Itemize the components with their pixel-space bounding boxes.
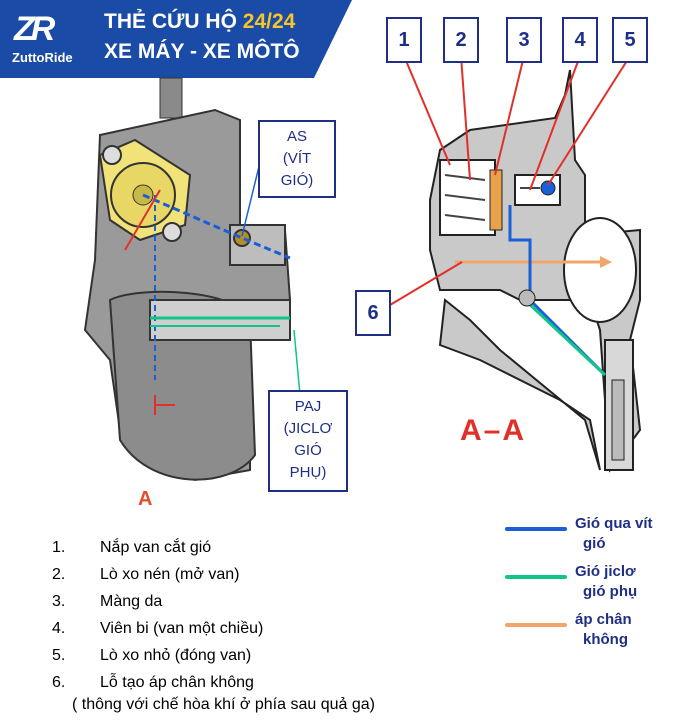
list-item-text: Lỗ tạo áp chân không xyxy=(100,673,254,691)
leader-4 xyxy=(529,55,581,191)
list-item-number: 6. xyxy=(52,673,66,691)
logo-text: ZuttoRide xyxy=(12,50,73,65)
part-number-2: 2 xyxy=(443,17,479,63)
legend-label-line: Gió jiclơ xyxy=(575,563,636,580)
paj-callout-line4: PHỤ) xyxy=(289,464,327,481)
list-item-text: Viên bi (van một chiều) xyxy=(100,619,264,637)
as-callout-line2: (VÍT xyxy=(282,150,312,167)
legend-swatch-air-screw xyxy=(505,527,567,531)
list-item-number: 2. xyxy=(52,565,66,583)
as-callout-line3: GIÓ) xyxy=(280,172,314,189)
carb-top-stem xyxy=(159,77,183,119)
list-item-number: 4. xyxy=(52,619,66,637)
legend-label-line: không xyxy=(583,631,628,648)
part-number-3: 3 xyxy=(506,17,542,63)
legend-label-line: gió phụ xyxy=(583,583,638,600)
leader-5 xyxy=(547,55,631,186)
paj-leader-line xyxy=(293,329,301,396)
jet-port-icon xyxy=(518,289,536,307)
banner-title-highlight: 24/24 xyxy=(242,10,296,33)
leader-1 xyxy=(403,55,451,166)
section-cut-line xyxy=(124,189,161,251)
paj-callout-line3: GIÓ xyxy=(294,442,322,459)
legend-swatch-pilot-jet xyxy=(505,575,567,579)
air-screw-flow-line xyxy=(142,193,291,260)
list-item: 5. Lò xo nhỏ (đóng van) xyxy=(52,642,502,669)
legend-label-line: gió xyxy=(583,535,606,552)
legend-label-air-screw: Gió qua vít gió xyxy=(575,514,653,554)
list-item-text: Lò xo nén (mở van) xyxy=(100,565,240,583)
zuttoride-logo-icon: ZR xyxy=(14,10,55,48)
view-label-a: A xyxy=(138,488,153,510)
legend-label-pilot-jet: Gió jiclơ gió phụ xyxy=(575,562,637,602)
banner-title-line2: XE MÁY - XE MÔTÔ xyxy=(104,40,300,63)
list-item-text: Lò xo nhỏ (đóng van) xyxy=(100,646,252,664)
legend-label-line: Gió qua vít xyxy=(575,515,653,532)
section-arrow-bottom xyxy=(154,395,175,415)
jet-needle xyxy=(611,379,625,461)
part-number-6: 6 xyxy=(355,290,391,336)
parts-list: 1. Nắp van cắt gió 2. Lò xo nén (mở van) 3… xyxy=(52,534,502,696)
pilot-section-flow xyxy=(523,298,607,377)
part-number-1: 1 xyxy=(386,17,422,63)
section-label-aa: A–A xyxy=(460,414,527,447)
list-item: 1. Nắp van cắt gió xyxy=(52,534,502,561)
legend-label-line: áp chân xyxy=(575,611,632,628)
leader-6 xyxy=(389,261,463,306)
banner-background xyxy=(0,0,352,78)
vacuum-arrow-icon xyxy=(600,256,612,268)
compression-spring-icon xyxy=(444,174,486,221)
check-ball-icon xyxy=(540,180,556,196)
legend-label-vacuum: áp chân không xyxy=(575,610,632,650)
part-number-5: 5 xyxy=(612,17,648,63)
list-item-number: 5. xyxy=(52,646,66,664)
list-item: 4. Viên bi (van một chiều) xyxy=(52,615,502,642)
air-screw-section-flow xyxy=(508,205,607,377)
legend-swatch-vacuum xyxy=(505,623,567,627)
list-item-number: 1. xyxy=(52,538,66,556)
brand-banner: ZR ZuttoRide THẺ CỨU HỘ 24/24 XE MÁY - X… xyxy=(0,0,352,78)
banner-title-prefix: THẺ CỨU HỘ xyxy=(104,10,243,33)
diaphragm-icon xyxy=(489,169,503,231)
as-callout: AS (VÍT GIÓ) xyxy=(258,120,336,198)
banner-title-line1: THẺ CỨU HỘ 24/24 xyxy=(104,10,295,34)
intake-tube xyxy=(149,299,291,341)
parts-note: ( thông với chế hòa khí ở phía sau quả g… xyxy=(72,696,375,713)
leader-2 xyxy=(460,55,471,181)
paj-callout-line2: (JICLƠ xyxy=(283,420,333,437)
leader-3 xyxy=(494,55,525,176)
paj-callout-line1: PAJ xyxy=(294,398,322,415)
air-screw-icon xyxy=(233,229,251,247)
screw-icon xyxy=(102,145,122,165)
section-lower xyxy=(438,298,601,471)
list-item: 2. Lò xo nén (mở van) xyxy=(52,561,502,588)
screw-icon xyxy=(162,222,182,242)
list-item: 3. Màng da xyxy=(52,588,502,615)
list-item-text: Nắp van cắt gió xyxy=(100,538,212,556)
paj-callout: PAJ (JICLƠ GIÓ PHỤ) xyxy=(268,390,348,492)
list-item-number: 3. xyxy=(52,592,66,610)
list-item-text: Màng da xyxy=(100,592,163,610)
part-number-4: 4 xyxy=(562,17,598,63)
list-item: 6. Lỗ tạo áp chân không xyxy=(52,669,502,696)
throat-opening xyxy=(563,217,637,323)
as-callout-line1: AS xyxy=(286,128,307,145)
